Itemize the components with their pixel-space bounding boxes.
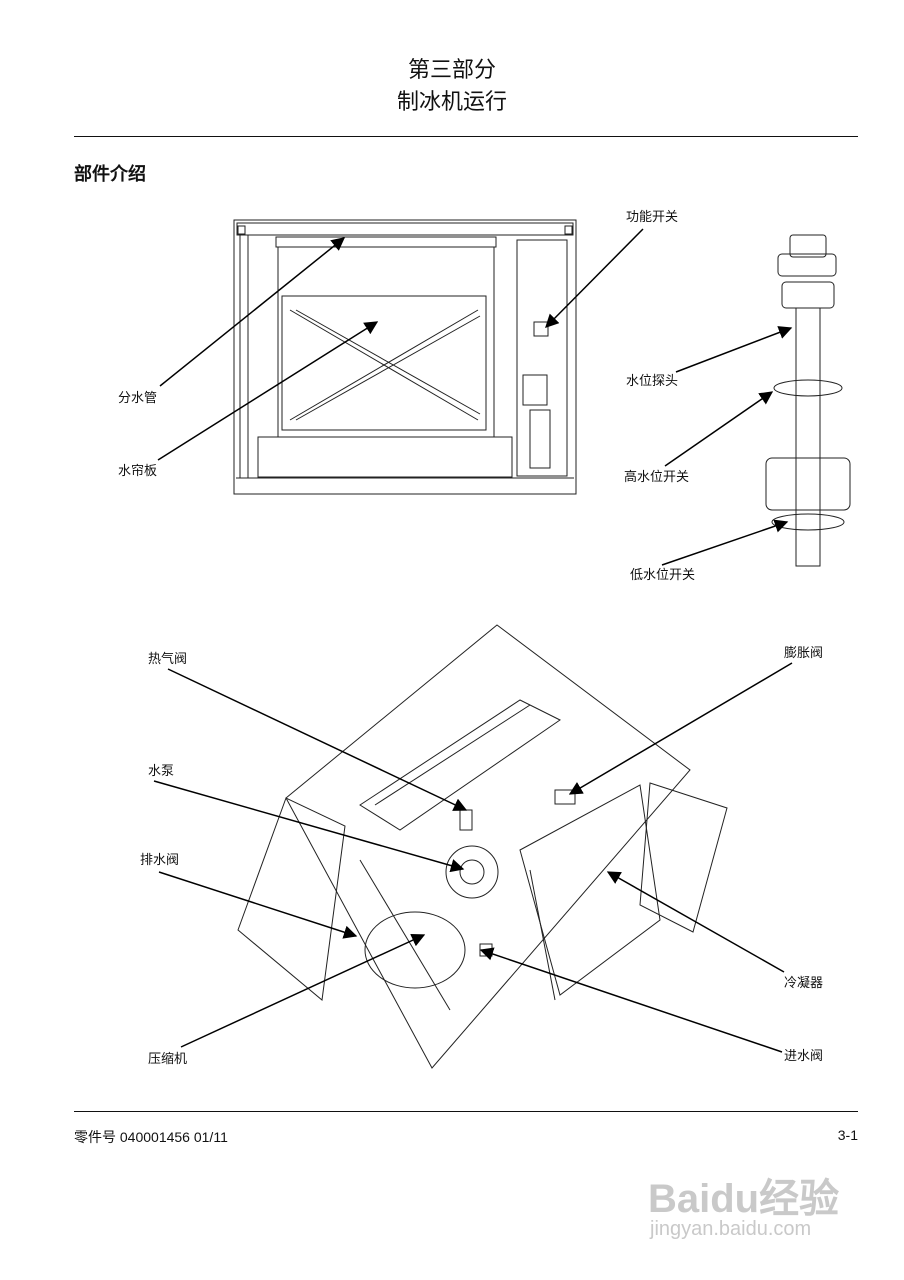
- label-distribution-tube: 分水管: [118, 391, 158, 406]
- footer-part-info: 零件号 040001456 01/11: [74, 1127, 228, 1147]
- footer-part-number: 040001456 01/11: [119, 1129, 228, 1145]
- label-drain-valve: 排水阀: [140, 853, 180, 868]
- section-heading: 部件介绍: [74, 164, 146, 185]
- label-hot-gas-valve: 热气阀: [148, 652, 188, 667]
- label-compressor: 压缩机: [148, 1052, 188, 1067]
- footer-page-number: 3-1: [837, 1127, 858, 1143]
- label-low-level-switch: 低水位开关: [630, 568, 696, 583]
- label-water-pump: 水泵: [148, 764, 175, 779]
- watermark-brand: Baidu经验: [648, 1177, 840, 1221]
- label-function-switch: 功能开关: [626, 210, 679, 225]
- front-view-drawing: [233, 219, 577, 495]
- label-condenser: 冷凝器: [784, 976, 824, 991]
- chapter-title: 制冰机运行: [396, 90, 507, 115]
- probe-drawing: [765, 234, 851, 567]
- footer-rule: [74, 1111, 858, 1112]
- footer-part-label: 零件号: [74, 1129, 116, 1145]
- watermark-url: jingyan.baidu.com: [650, 1218, 812, 1240]
- header-rule: [74, 136, 858, 137]
- isometric-view-drawing: [237, 624, 728, 1069]
- part-title: 第三部分: [407, 58, 496, 83]
- label-water-level-probe: 水位探头: [626, 374, 679, 389]
- label-water-curtain: 水帘板: [118, 464, 158, 479]
- label-high-level-switch: 高水位开关: [624, 470, 690, 485]
- label-inlet-valve: 进水阀: [784, 1049, 824, 1064]
- label-expansion-valve: 膨胀阀: [784, 646, 824, 661]
- leader-arrows: [153, 228, 793, 1053]
